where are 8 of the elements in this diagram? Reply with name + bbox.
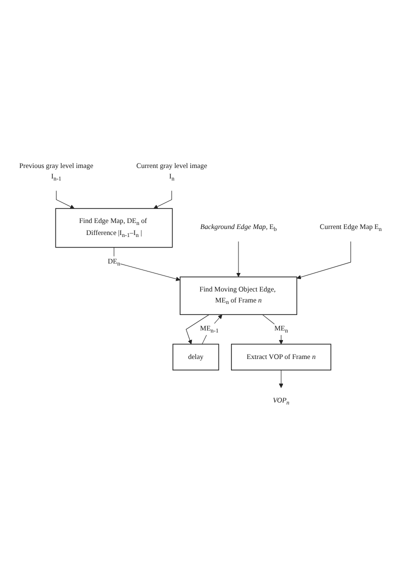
arrow bbox=[153, 190, 172, 209]
arrow bbox=[278, 370, 284, 388]
arrow bbox=[114, 247, 180, 282]
arrow bbox=[296, 241, 352, 280]
arrow bbox=[236, 241, 241, 278]
arrow bbox=[56, 190, 75, 209]
arrow bbox=[186, 314, 210, 344]
arrow bbox=[202, 314, 222, 344]
